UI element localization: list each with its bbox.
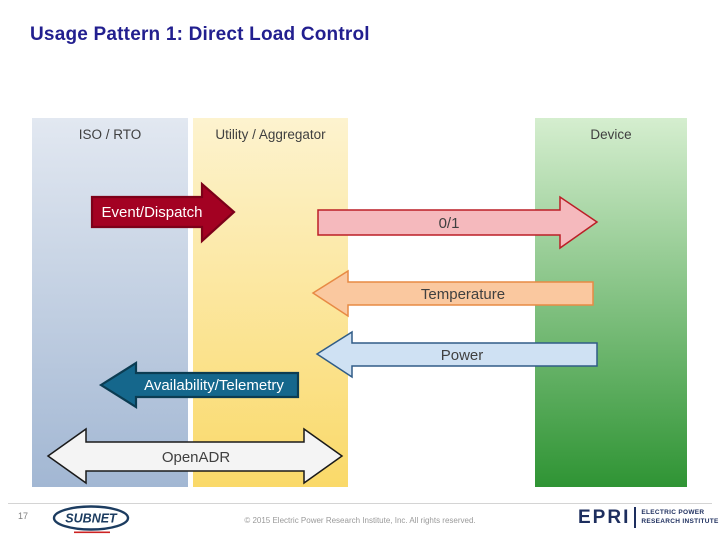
arrow-label-temperature: Temperature [421, 286, 505, 303]
arrow-event-dispatch-shape [90, 181, 236, 244]
epri-logo-divider [634, 507, 637, 528]
arrow-event-dispatch: Event/Dispatch [90, 181, 236, 244]
arrow-power-shape [315, 330, 598, 379]
subnet-logo-tagline-mark [74, 531, 110, 534]
column-label-device: Device [590, 127, 632, 142]
slide-title: Usage Pattern 1: Direct Load Control [30, 24, 370, 45]
arrow-openadr-shape [46, 427, 344, 485]
arrow-label-openadr: OpenADR [162, 449, 231, 466]
column-iso-rto: ISO / RTO [32, 118, 188, 487]
arrow-availability-telemetry-shape [98, 361, 300, 409]
column-utility-aggregator: Utility / Aggregator [193, 118, 348, 487]
arrow-0-1: 0/1 [317, 195, 599, 250]
epri-logo-wordmark: EPRI [578, 507, 631, 528]
copyright-text: © 2015 Electric Power Research Institute… [244, 516, 476, 525]
column-label-utility-aggregator: Utility / Aggregator [215, 127, 326, 142]
arrow-temperature-shape [311, 269, 594, 318]
epri-logo: EPRI ELECTRIC POWER RESEARCH INSTITUTE [578, 507, 719, 528]
subnet-logo-oval [52, 505, 130, 531]
page-number: 17 [18, 511, 29, 521]
footer-divider [8, 503, 712, 504]
arrow-availability-telemetry: Availability/Telemetry [98, 361, 300, 409]
subnet-logo: SUBNET [52, 505, 130, 534]
epri-logo-tagline-line1: ELECTRIC POWER [641, 508, 705, 516]
arrow-label-availability-telemetry: Availability/Telemetry [144, 377, 284, 394]
epri-logo-tagline: ELECTRIC POWER RESEARCH INSTITUTE [641, 509, 718, 527]
arrow-0-1-shape [317, 195, 599, 250]
subnet-logo-wordmark: SUBNET [65, 512, 118, 526]
arrow-label-event-dispatch: Event/Dispatch [102, 204, 203, 221]
epri-logo-tagline-line2: RESEARCH INSTITUTE [641, 517, 719, 525]
arrow-openadr: OpenADR [46, 427, 344, 485]
column-label-iso-rto: ISO / RTO [78, 127, 142, 142]
arrow-label-0-1: 0/1 [439, 215, 460, 232]
arrow-power: Power [315, 330, 598, 379]
arrow-label-power: Power [441, 347, 484, 364]
arrow-temperature: Temperature [311, 269, 594, 318]
